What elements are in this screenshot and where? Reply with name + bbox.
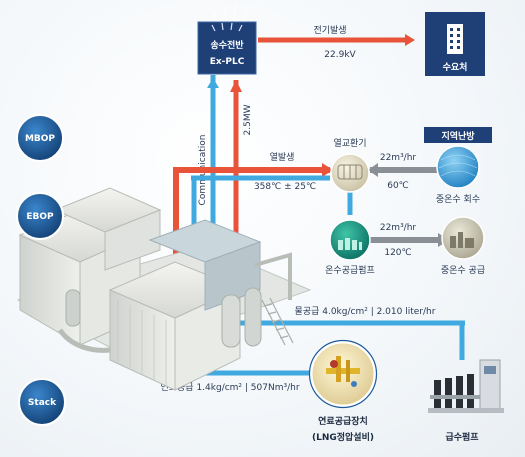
mbop-label: MBOP — [25, 134, 55, 144]
building-icon — [447, 24, 463, 54]
spark-icon — [211, 22, 243, 32]
flow-bottom-label: 22m³/hr — [380, 223, 417, 233]
temp-top-label: 60℃ — [387, 181, 409, 191]
power-line — [258, 34, 415, 46]
building-label: 수요처 — [443, 61, 468, 73]
stack-label: Stack — [28, 398, 57, 408]
medium-supply-label: 중온수 공급 — [441, 265, 485, 276]
medium-return-label: 중온수 회수 — [436, 194, 480, 205]
factory-icon — [450, 232, 474, 248]
heat-exchanger-label: 열교환기 — [333, 137, 366, 149]
mbop-badge: MBOP — [16, 114, 64, 162]
plc-title: 송수전반 — [210, 39, 244, 51]
hot-water-pump: 온수공급펌프 — [325, 219, 375, 276]
power-gen-label: 전기발생 — [313, 25, 346, 36]
flow-top-label: 22m³/hr — [380, 153, 417, 163]
fuel-device-subtitle: (LNG정압설비) — [312, 431, 374, 443]
hot-water-pump-label: 온수공급펌프 — [325, 264, 375, 276]
return-line — [368, 163, 445, 177]
water-supply-label: 물공급 4.0kg/cm² | 2.010 liter/hr — [295, 306, 436, 317]
heat-temp-label: 358℃ ± 25℃ — [254, 182, 316, 192]
gas-valve-icon — [326, 356, 360, 387]
pump-unit-icon — [428, 374, 504, 413]
plc-subtitle: Ex-PLC — [210, 57, 245, 67]
district-heating: 지역난방 중온수 회수 중온수 공급 — [424, 127, 492, 276]
heat-exchanger-icon — [337, 164, 363, 180]
heat-exchanger: 열교환기 — [330, 137, 370, 193]
temp-bottom-label: 120℃ — [384, 248, 411, 258]
feed-pump-label: 급수펌프 — [445, 431, 479, 443]
demand-site: 수요처 — [425, 12, 485, 76]
feed-pump: 급수펌프 — [428, 359, 504, 443]
fuel-supply-device: 연료공급장치 (LNG정압설비) — [308, 339, 378, 443]
fuel-device-title: 연료공급장치 — [318, 415, 368, 427]
fuel-supply-label: 연료공급 1.4kg/cm² | 507Nm³/hr — [160, 382, 299, 393]
plc-panel: 송수전반 Ex-PLC — [197, 4, 257, 75]
heat-gen-label: 열발생 — [270, 152, 295, 163]
ebop-badge: EBOP — [16, 192, 64, 240]
pump-icon — [338, 238, 362, 250]
supply-line — [370, 233, 449, 247]
stack-badge: Stack — [18, 378, 66, 426]
district-heating-label: 지역난방 — [441, 130, 475, 142]
power-mw-label: 2.5MW — [243, 104, 253, 135]
ebop-label: EBOP — [26, 212, 54, 222]
voltage-label: 22.9kV — [324, 50, 356, 60]
